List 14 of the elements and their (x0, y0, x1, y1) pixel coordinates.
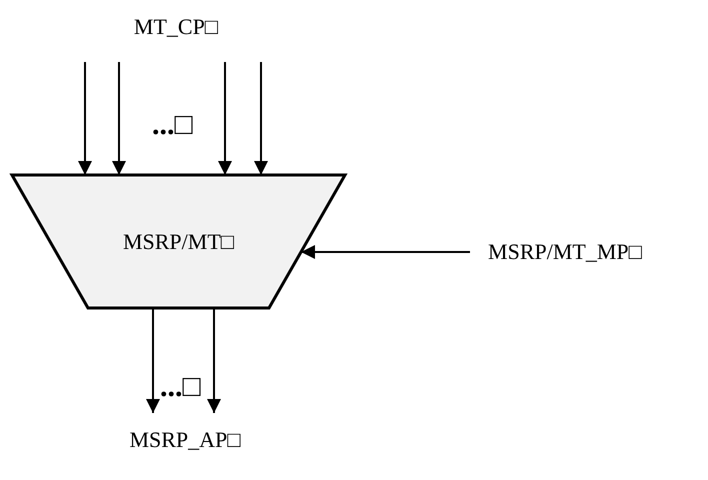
signal-label: MT_CP□ (106, 12, 246, 42)
signal-label: MSRP/MT_MP□ (470, 234, 660, 270)
ellipsis-label: ...□ (152, 108, 193, 142)
arrow (207, 308, 221, 413)
arrow (218, 62, 232, 175)
ellipsis-label: ...□ (160, 370, 201, 404)
arrow (112, 62, 126, 175)
arrow (301, 245, 470, 259)
arrow (146, 308, 160, 413)
arrow (254, 62, 268, 175)
block-label: MSRP/MT□ (122, 228, 234, 254)
arrow (78, 62, 92, 175)
signal-label: MSRP_AP□ (110, 424, 260, 456)
trapezoid-block (12, 175, 345, 308)
